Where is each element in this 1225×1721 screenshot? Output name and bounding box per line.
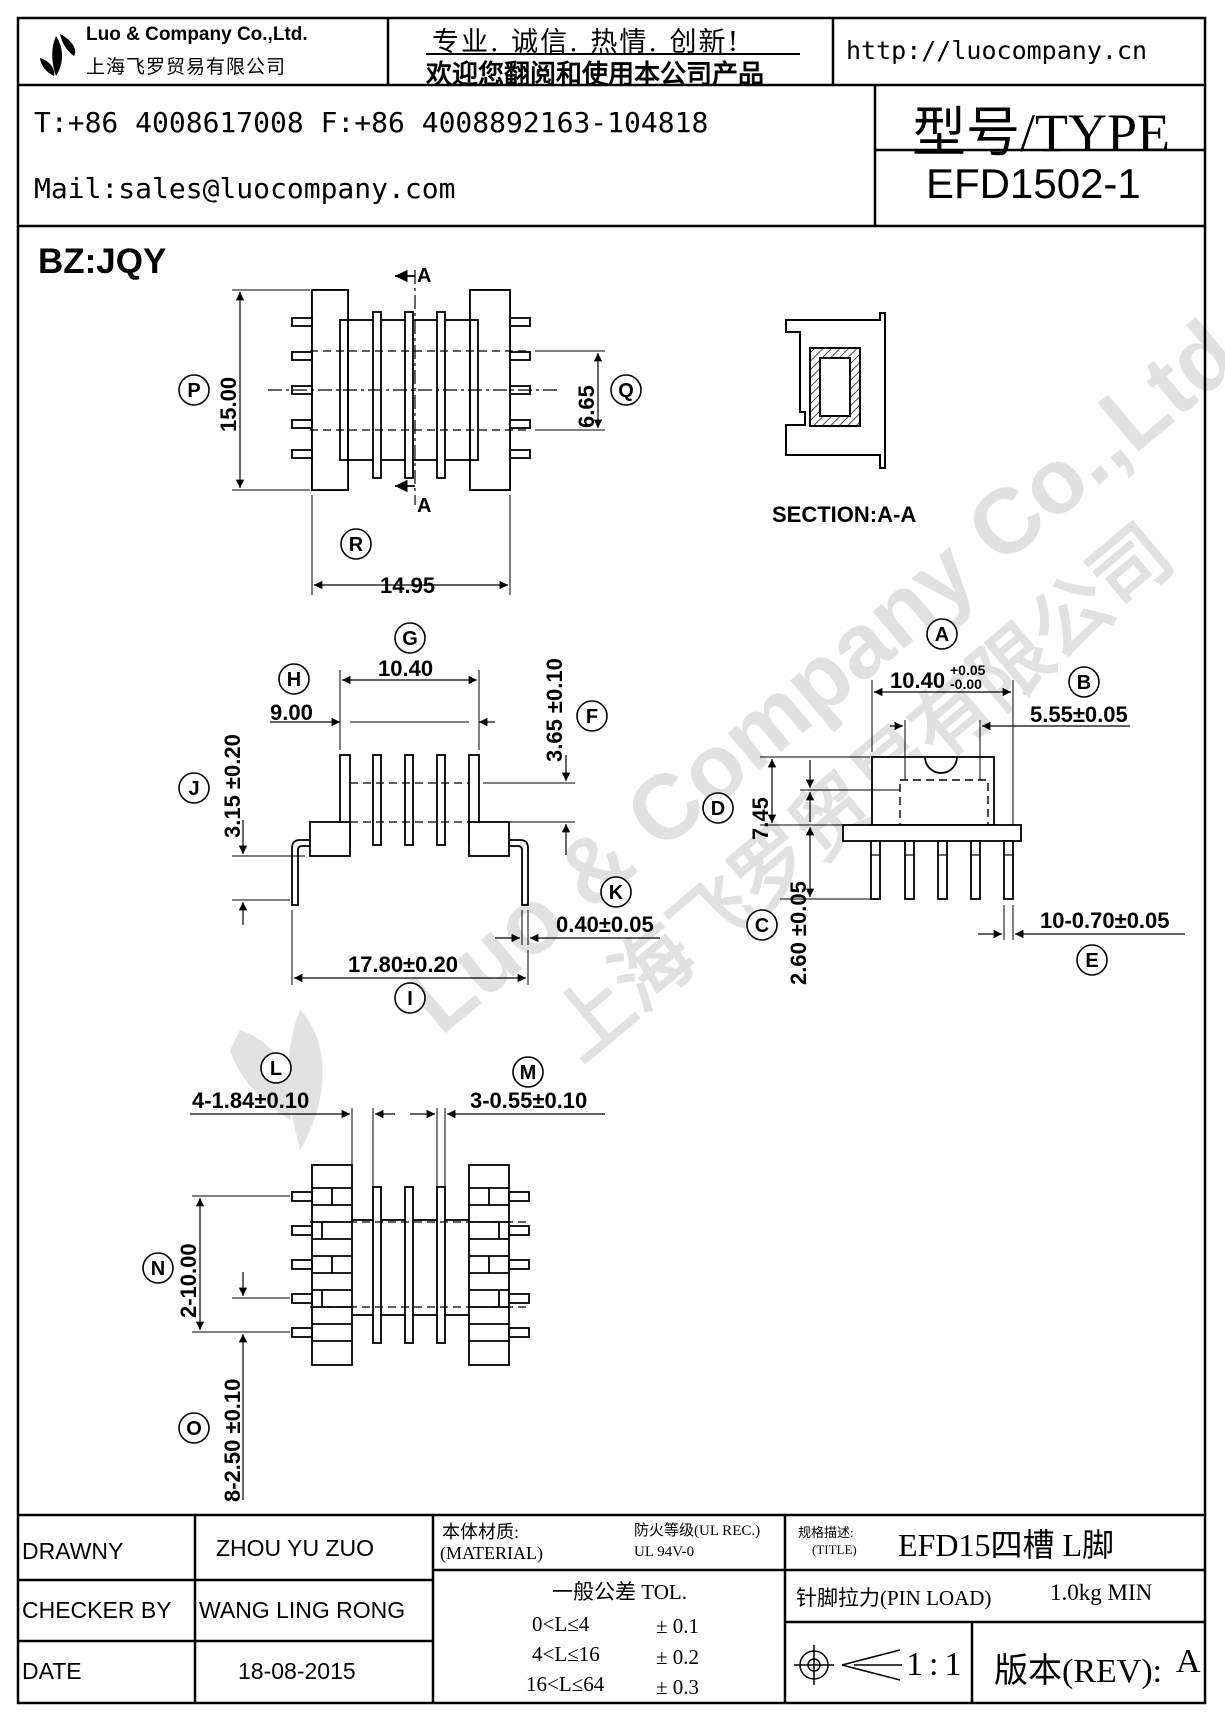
dim-5-55: 5.55±0.05	[1030, 702, 1128, 727]
top-view-labels: A A 15.00 6.65 14.95	[216, 265, 599, 598]
callout-k: K	[609, 882, 624, 904]
dim-a-tol-dn: -0.00	[950, 676, 982, 692]
tol-row-2-range: 16<L≤64	[526, 1672, 605, 1696]
slogan-divider	[426, 53, 800, 55]
tol-row-0-tol: ± 0.1	[656, 1614, 700, 1638]
callout-f: F	[586, 706, 598, 728]
dim-3-0-55: 3-0.55±0.10	[470, 1088, 587, 1113]
material-label-en: (MATERIAL)	[440, 1543, 543, 1563]
dim-2-10-00: 2-10.00	[176, 1243, 201, 1318]
callout-l: L	[270, 1058, 282, 1080]
drawn-value: ZHOU YU ZUO	[216, 1535, 375, 1561]
callout-o: O	[186, 1418, 202, 1440]
callouts	[142, 374, 1108, 1444]
company-name-cn: 上海飞罗贸易有限公司	[86, 56, 287, 78]
callout-e: E	[1085, 950, 1098, 972]
type-value: EFD1502-1	[926, 160, 1141, 207]
callout-d: D	[711, 798, 725, 820]
pin-load-label: 针脚拉力(PIN LOAD)	[796, 1586, 992, 1610]
dim-a-tol-up: +0.05	[950, 662, 986, 678]
callout-j: J	[188, 778, 199, 800]
title-label: 规格描述:	[798, 1525, 854, 1540]
section-view	[785, 312, 886, 469]
dim-15: 15.00	[216, 377, 241, 432]
callout-h: H	[287, 669, 301, 691]
dim-3-15: 3.15 ±0.20	[220, 734, 245, 838]
tol-row-1-range: 4<L≤16	[532, 1642, 600, 1666]
section-label: SECTION:A-A	[772, 502, 916, 527]
tol-row-0-range: 0<L≤4	[532, 1612, 590, 1636]
date-label: DATE	[22, 1658, 82, 1684]
tol-row-1-tol: ± 0.2	[656, 1645, 700, 1669]
title-value: EFD15四槽 L脚	[898, 1527, 1115, 1563]
dim-6-65: 6.65	[574, 385, 599, 428]
rev-value: A	[1176, 1643, 1201, 1680]
watermark-logo-icon	[230, 1010, 323, 1150]
callout-n: N	[151, 1258, 165, 1280]
bottom-view	[190, 1108, 605, 1500]
callout-p: P	[187, 380, 200, 402]
company-name: Luo & Company Co.,Ltd.	[86, 24, 308, 45]
slogan-line1: 专业. 诚信. 热情. 创新!	[432, 27, 741, 58]
dim-2-60: 2.60 ±0.05	[786, 881, 811, 985]
dim-8-2-50: 8-2.50 ±0.10	[220, 1379, 245, 1502]
bz-label: BZ:JQY	[38, 242, 167, 281]
dim-10-40: 10.40	[378, 656, 433, 681]
section-marker-top: A	[417, 265, 431, 287]
callout-letters: P Q R G H F J K I A B D C E L M N O	[151, 380, 1099, 1440]
bottom-view-labels: 4-1.84±0.10 3-0.55±0.10 2-10.00 8-2.50 ±…	[176, 1088, 587, 1502]
phone-fax: T:+86 4008617008 F:+86 4008892163-104818	[34, 106, 709, 139]
callout-g: G	[402, 628, 418, 650]
dim-14-95: 14.95	[380, 573, 435, 598]
dim-17-80: 17.80±0.20	[348, 952, 458, 977]
type-label: 型号/TYPE	[912, 103, 1171, 163]
fire-label: 防火等级(UL REC.)	[634, 1523, 761, 1539]
date-value: 18-08-2015	[238, 1658, 356, 1684]
pin-load-value: 1.0kg MIN	[1050, 1580, 1153, 1605]
dim-a-main: 10.40	[890, 668, 945, 693]
tol-label: 一般公差 TOL.	[552, 1580, 687, 1604]
front-view-labels: 10.40 9.00 3.65 ±0.10 3.15 ±0.20 0.40±0.…	[220, 656, 654, 977]
website-link[interactable]: http://luocompany.cn	[846, 36, 1148, 65]
top-view	[232, 269, 605, 595]
checker-label: CHECKER BY	[22, 1597, 172, 1623]
dim-3-65: 3.65 ±0.10	[542, 658, 567, 762]
callout-c: C	[755, 915, 769, 937]
callout-a: A	[935, 624, 949, 646]
callout-i: I	[407, 988, 413, 1010]
dim-7-45: 7.45	[748, 797, 773, 840]
company-logo-icon	[40, 34, 76, 76]
title-label-en: (TITLE)	[812, 1542, 857, 1557]
section-marker-bottom: A	[417, 495, 431, 517]
tol-row-2-tol: ± 0.3	[656, 1675, 700, 1699]
fire-value: UL 94V-0	[634, 1544, 695, 1560]
scale-value: 1:1	[906, 1646, 968, 1683]
dim-0-40: 0.40±0.05	[556, 912, 654, 937]
front-view	[232, 670, 660, 985]
callout-b: B	[1077, 672, 1091, 694]
callout-r: R	[349, 534, 364, 556]
callout-q: Q	[618, 380, 634, 402]
projection-symbol-icon	[794, 1645, 902, 1685]
checker-value: WANG LING RONG	[199, 1597, 406, 1623]
rev-label: 版本(REV):	[994, 1653, 1163, 1690]
drawn-label: DRAWNY	[22, 1538, 124, 1564]
dim-4-1-84: 4-1.84±0.10	[192, 1088, 309, 1113]
dim-10-0-70: 10-0.70±0.05	[1040, 908, 1170, 933]
mail-address[interactable]: Mail:sales@luocompany.com	[34, 172, 456, 205]
callout-m: M	[520, 1062, 537, 1084]
side-view-labels: 10.40 +0.05 -0.00 5.55±0.05 7.45 2.60 ±0…	[748, 662, 1170, 985]
dim-9-00: 9.00	[270, 700, 313, 725]
side-view	[760, 680, 1185, 940]
slogan-line2: 欢迎您翻阅和使用本公司产品	[426, 60, 765, 90]
material-label: 本体材质:	[442, 1522, 520, 1542]
